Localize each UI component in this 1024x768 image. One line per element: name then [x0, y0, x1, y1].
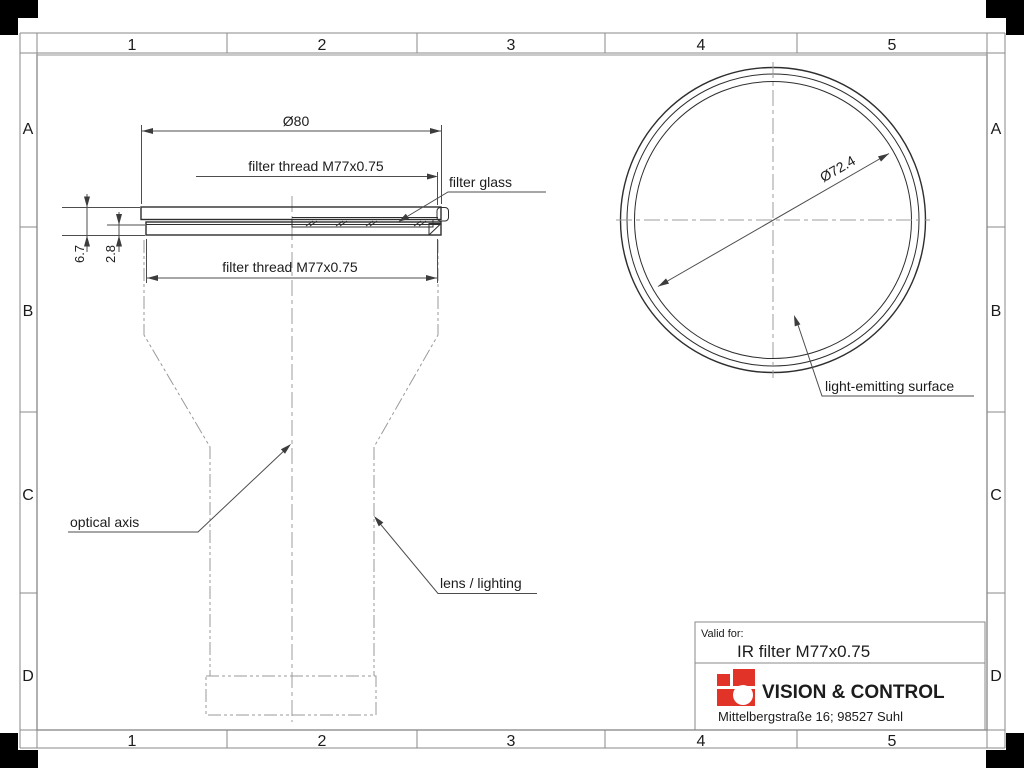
- lens-phantom-outline: [143, 240, 439, 716]
- dim-total-height-text: 6.7: [72, 245, 87, 263]
- grid-col-label: 4: [697, 733, 706, 750]
- thread-dimension-bottom: filter thread M77x0.75: [146, 239, 438, 283]
- filter-ring-top: [140, 206, 442, 221]
- lens-lighting-label: lens / lighting: [440, 575, 522, 591]
- grid-row-label: D: [22, 668, 34, 685]
- callout-optical-axis: optical axis: [68, 444, 291, 533]
- front-view: Ø72.4 light-emitting surface: [616, 62, 974, 397]
- section-view: Ø80 filter thread M77x0.75 filter thread…: [62, 113, 546, 722]
- snap-ring-section: [428, 223, 442, 236]
- grid-row-label: C: [990, 487, 1002, 504]
- corner-mark-top-right: [986, 0, 1024, 35]
- company-name: VISION & CONTROL: [762, 682, 945, 703]
- filter-ring-bottom: [145, 221, 442, 236]
- title-block: Valid for: IR filter M77x0.75 VISION & C…: [694, 621, 986, 731]
- thread-label-bottom-text: filter thread M77x0.75: [222, 259, 358, 275]
- grid-col-label: 1: [128, 37, 137, 54]
- grid-row-label: C: [22, 487, 34, 504]
- grid-row-label: A: [991, 121, 1002, 138]
- valid-for-label: Valid for:: [701, 628, 744, 640]
- filter-glass-label: filter glass: [449, 174, 512, 190]
- grid-row-label: B: [23, 303, 34, 320]
- grid-row-label: B: [991, 303, 1002, 320]
- sheet-frame: [19, 32, 1006, 749]
- retaining-hook: [436, 207, 449, 222]
- grid-row-label: A: [23, 121, 34, 138]
- dim-outer-diameter-text: Ø80: [283, 113, 310, 129]
- grid-col-label: 5: [888, 37, 897, 54]
- vision-control-logo-icon: [717, 669, 755, 706]
- dimension-outer-diameter: Ø80: [141, 113, 442, 204]
- thread-note-top: filter thread M77x0.75: [196, 158, 438, 205]
- grid-col-label: 3: [507, 733, 516, 750]
- corner-mark-top-left: [0, 0, 38, 35]
- emitting-surface-label: light-emitting surface: [825, 378, 954, 394]
- callout-lens-lighting: lens / lighting: [374, 516, 537, 594]
- grid-col-label: 1: [128, 733, 137, 750]
- grid-row-label: D: [990, 668, 1002, 685]
- grid-col-label: 2: [318, 37, 327, 54]
- grid-col-label: 5: [888, 733, 897, 750]
- callout-emitting-surface: light-emitting surface: [794, 315, 974, 397]
- grid-col-label: 2: [318, 733, 327, 750]
- company-address: Mittelbergstraße 16; 98527 Suhl: [718, 709, 903, 724]
- grid-labels: 1 2 3 4 5 1 2 3 4 5 A B C D A B C D: [22, 37, 1002, 750]
- product-name: IR filter M77x0.75: [737, 642, 870, 661]
- grid-col-label: 3: [507, 37, 516, 54]
- thread-label-top-text: filter thread M77x0.75: [248, 158, 384, 174]
- optical-axis-label: optical axis: [70, 514, 139, 530]
- callout-filter-glass: filter glass: [398, 174, 546, 222]
- grid-col-label: 4: [697, 37, 706, 54]
- corner-mark-bottom-right: [986, 733, 1024, 768]
- dim-emitting-diameter-text: Ø72.4: [817, 152, 858, 185]
- dimension-heights: 6.7 2.8: [62, 194, 145, 263]
- corner-mark-bottom-left: [0, 733, 38, 768]
- dim-glass-height-text: 2.8: [103, 245, 118, 263]
